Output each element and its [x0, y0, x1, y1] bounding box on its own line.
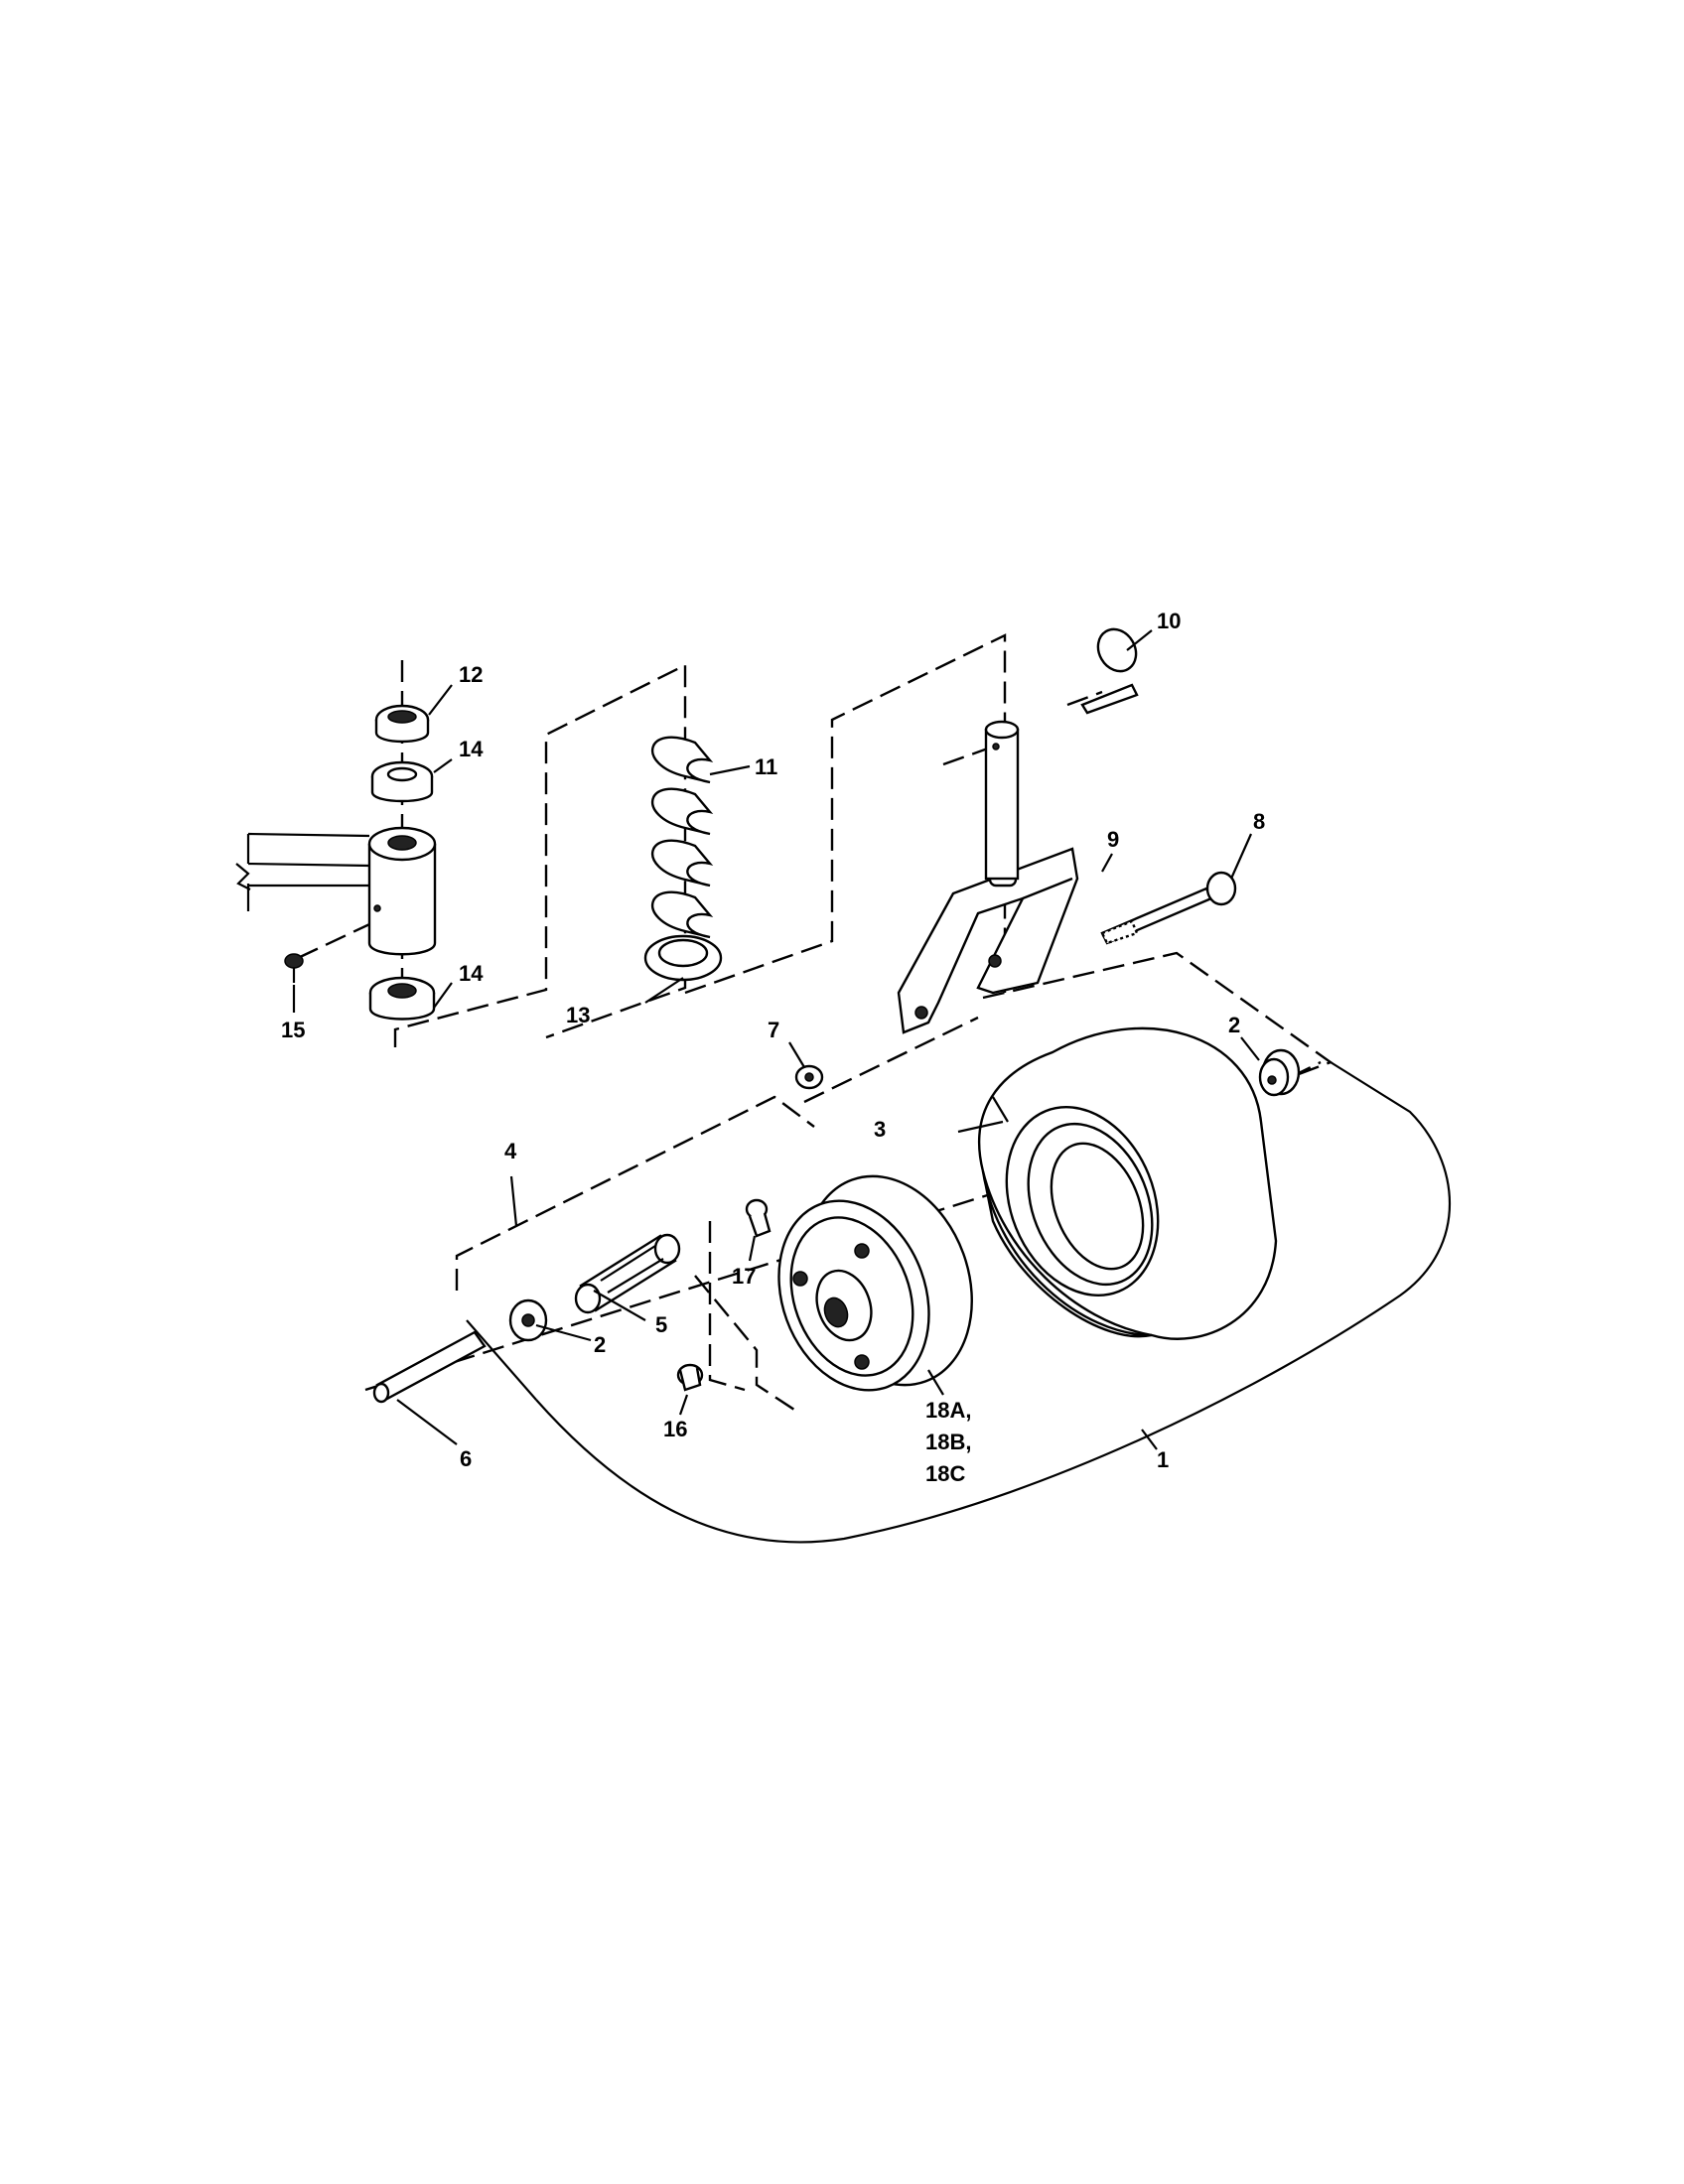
label-16: 16 — [663, 1417, 687, 1441]
label-13: 13 — [566, 1003, 590, 1027]
bushing-lower — [368, 976, 436, 1021]
pivot-sleeve — [367, 826, 437, 956]
label-18b: 18B, — [925, 1430, 971, 1454]
assembly-outline-hub — [694, 1275, 795, 1412]
label-15: 15 — [281, 1018, 305, 1042]
wheel-assembly-outline-left — [466, 1319, 537, 1401]
shoulder-bolt — [1100, 871, 1237, 945]
assembly-outline-fitting — [708, 1221, 746, 1392]
label-12: 12 — [459, 662, 483, 687]
assembly-outline-spring — [393, 663, 687, 1047]
compression-springs — [650, 736, 714, 939]
axle — [372, 1330, 487, 1404]
label-11: 11 — [755, 754, 777, 779]
tire — [978, 1026, 1278, 1340]
label-1: 1 — [1157, 1447, 1169, 1472]
label-18c: 18C — [925, 1461, 965, 1486]
frame-arm — [235, 832, 370, 911]
hitch-pin-clip — [1080, 627, 1139, 715]
axis-line-clip — [1066, 690, 1103, 707]
label-9: 9 — [1107, 827, 1119, 852]
label-7: 7 — [768, 1018, 779, 1042]
label-17: 17 — [732, 1264, 756, 1289]
label-10: 10 — [1157, 609, 1181, 633]
label-6: 6 — [460, 1446, 472, 1471]
label-3: 3 — [874, 1117, 886, 1142]
label-4: 4 — [504, 1139, 517, 1163]
label-8: 8 — [1253, 809, 1265, 834]
bearing-right — [1258, 1048, 1301, 1097]
lock-nut — [794, 1064, 824, 1090]
label-2-right: 2 — [1228, 1013, 1240, 1037]
label-18a: 18A, — [925, 1398, 971, 1423]
axis-line-fork-pin — [803, 1016, 979, 1104]
assembly-outline-wheel-kit — [455, 1095, 815, 1291]
wheel-assembly-outline — [535, 1061, 1452, 1544]
grease-fitting-16 — [676, 1363, 704, 1392]
leader-lines — [292, 629, 1260, 1450]
fork-pin — [984, 720, 1020, 881]
dust-cap — [374, 704, 430, 744]
rim-hub — [777, 1174, 973, 1392]
spacer-tube — [574, 1233, 681, 1314]
label-14-upper: 14 — [459, 737, 484, 761]
label-5: 5 — [655, 1312, 667, 1337]
spring-washer — [643, 934, 723, 982]
label-2-left: 2 — [594, 1332, 606, 1357]
axis-line-pin — [942, 738, 1014, 766]
grease-fitting-17 — [745, 1198, 772, 1238]
set-screw — [284, 953, 304, 983]
bearing-left — [508, 1298, 548, 1342]
label-14-lower: 14 — [459, 961, 484, 986]
bushing-upper — [370, 760, 434, 803]
assembly-outline-bolt — [982, 951, 1333, 1079]
